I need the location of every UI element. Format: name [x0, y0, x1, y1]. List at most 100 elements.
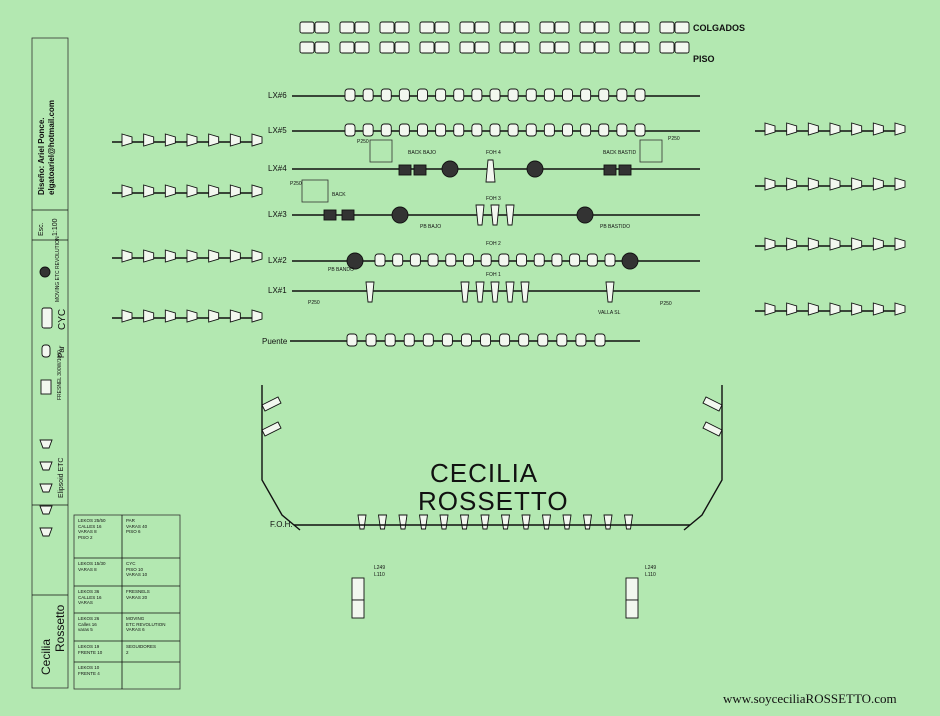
- side-name-2: Rossetto: [53, 604, 67, 652]
- note-p250-c: P250: [290, 181, 302, 187]
- inventory-left-cell: LEKOS 25/50 CALLES 16 VARAS 8 PISO 2: [78, 518, 106, 540]
- right-boom-4-ellipsoidal: [807, 302, 819, 316]
- note-back: BACK: [332, 192, 346, 198]
- key-floor-fixture: [514, 41, 530, 54]
- key-floor-fixture: [554, 41, 570, 54]
- right-proscenium-ellipsoidal: [702, 396, 723, 412]
- note-l110-b: L110: [645, 572, 656, 578]
- key-hung-fixture: [514, 21, 530, 34]
- left-boom-1-ellipsoidal: [164, 133, 176, 147]
- lx3-ellipsoidal: [505, 204, 515, 226]
- note-p250-e: P250: [660, 301, 672, 307]
- note-p250-b: P250: [668, 136, 680, 142]
- key-hung-fixture: [339, 21, 355, 34]
- electric-bars: [290, 88, 700, 530]
- lx5-par: [380, 123, 392, 137]
- right-boom-1-ellipsoidal: [829, 122, 841, 136]
- puente-par: [537, 333, 549, 347]
- foh-ellipsoidal: [500, 514, 511, 530]
- right-boom-3-ellipsoidal: [807, 237, 819, 251]
- lx2-par: [480, 253, 492, 267]
- right-boom-4-ellipsoidal: [851, 302, 863, 316]
- left-boom-3-ellipsoidal: [121, 249, 133, 263]
- lx6-par: [435, 88, 447, 102]
- left-boom-2-ellipsoidal: [208, 184, 220, 198]
- lx2-par: [498, 253, 510, 267]
- lx6-par: [598, 88, 610, 102]
- foh-ellipsoidal: [603, 514, 613, 530]
- key-floor-fixture: [539, 41, 555, 54]
- lx6-par: [380, 88, 392, 102]
- note-l249-a: L249: [374, 565, 386, 571]
- left-boom-4-ellipsoidal: [164, 309, 176, 323]
- lx5-par: [398, 123, 410, 137]
- foh-ellipsoidal: [521, 514, 531, 530]
- lx1-ellipsoidal: [475, 281, 485, 303]
- right-boom-2-ellipsoidal: [807, 177, 819, 191]
- show-title-line1: CECILIA: [430, 458, 539, 488]
- designer-email: elgatoariel@hotmail.com: [47, 100, 56, 195]
- right-boom-2-ellipsoidal: [851, 177, 863, 191]
- lx4-fresnel: [398, 164, 412, 176]
- puente-par: [441, 333, 453, 347]
- key-hung-fixture: [539, 21, 555, 34]
- key-hung-fixture: [659, 21, 675, 34]
- left-boom-2-ellipsoidal: [121, 184, 133, 198]
- key-hung-fixture: [579, 21, 595, 34]
- lx4-moving-head: [441, 160, 459, 178]
- lx4-cyc-box: [639, 139, 663, 163]
- lx6-par: [580, 88, 592, 102]
- lx6-par: [471, 88, 483, 102]
- lx5-par: [417, 123, 428, 137]
- lx2-par: [569, 253, 581, 267]
- inventory-right-cell: MOVING ETC REVOLUTION VARAS 6: [126, 616, 166, 633]
- left-boom-3-ellipsoidal: [208, 249, 220, 263]
- note-p250-d: P250: [308, 300, 320, 306]
- bar-label-lx3: LX#3: [268, 210, 287, 219]
- note-l249-b: L249: [645, 565, 657, 571]
- key-floor-fixture: [619, 41, 635, 54]
- left-boom-3-ellipsoidal: [164, 249, 176, 263]
- show-title-line2: ROSSETTO: [418, 486, 569, 516]
- bar-label-lx1: LX#1: [268, 286, 287, 295]
- right-boom-3-ellipsoidal: [872, 237, 884, 251]
- right-boom-3-ellipsoidal: [894, 237, 906, 251]
- right-boom-1-ellipsoidal: [764, 122, 776, 136]
- right-boom-4-ellipsoidal: [764, 302, 776, 316]
- lx1-ellipsoidal: [365, 281, 375, 303]
- puente-par: [365, 333, 377, 347]
- lx4-fresnel: [618, 164, 632, 176]
- foh-ellipsoidal: [357, 514, 367, 530]
- lx2-par: [516, 253, 527, 267]
- key-colgados: COLGADOS: [693, 23, 746, 33]
- left-boom-3-ellipsoidal: [186, 249, 198, 263]
- legend-cyc-label: CYC: [57, 308, 68, 330]
- side-booms: [112, 122, 906, 437]
- key-fixtures: [299, 21, 690, 54]
- left-boom-2-ellipsoidal: [143, 184, 155, 198]
- right-boom-4-ellipsoidal: [894, 302, 906, 316]
- legend-symbols: [39, 266, 53, 537]
- puente-par: [346, 333, 358, 347]
- lx2-par: [551, 253, 563, 267]
- key-hung-fixture: [594, 21, 610, 34]
- puente-par: [461, 333, 472, 347]
- lx3-cyc-box: [301, 179, 329, 203]
- lx2-par: [586, 253, 598, 267]
- lx2-par: [409, 253, 421, 267]
- lx2-par: [463, 253, 474, 267]
- key-floor-fixture: [339, 41, 355, 54]
- key-floor-fixture: [579, 41, 595, 54]
- left-boom-4-ellipsoidal: [186, 309, 198, 323]
- lx3-ellipsoidal: [475, 204, 485, 226]
- bar-label-lx2: LX#2: [268, 256, 287, 265]
- note-back-bajo: BACK BAJO: [408, 150, 437, 156]
- note-foh2: FOH 2: [486, 241, 501, 247]
- left-boom-4-ellipsoidal: [229, 309, 241, 323]
- puente-par: [422, 333, 434, 347]
- left-boom-1-ellipsoidal: [251, 133, 263, 147]
- lx1-ellipsoidal: [520, 281, 530, 303]
- legend-elipsoid-label: Elipsoid ETC: [58, 457, 65, 498]
- right-boom-3-ellipsoidal: [851, 237, 863, 251]
- key-floor-fixture: [499, 41, 515, 54]
